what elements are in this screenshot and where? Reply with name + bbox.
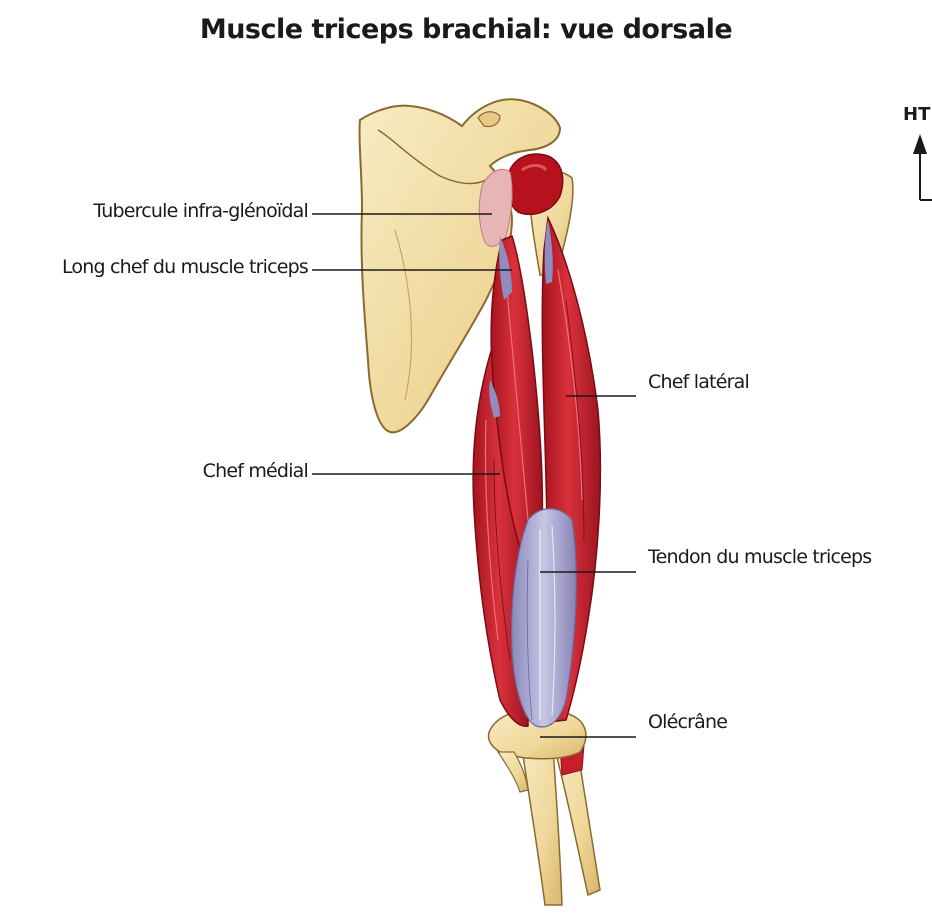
label-tendon-triceps: Tendon du muscle triceps (648, 546, 871, 568)
label-long-chef-triceps: Long chef du muscle triceps (62, 256, 308, 278)
label-olecrane: Olécrâne (648, 711, 727, 733)
triceps-tendon (512, 509, 577, 727)
label-chef-lateral: Chef latéral (648, 371, 749, 393)
up-arrow-icon (903, 104, 932, 204)
label-tubercule-infra-glenoidal: Tubercule infra-glénoïdal (93, 200, 308, 222)
forearm-bones (520, 735, 600, 905)
orientation-marker: HT (903, 104, 932, 204)
label-chef-medial: Chef médial (203, 460, 308, 482)
